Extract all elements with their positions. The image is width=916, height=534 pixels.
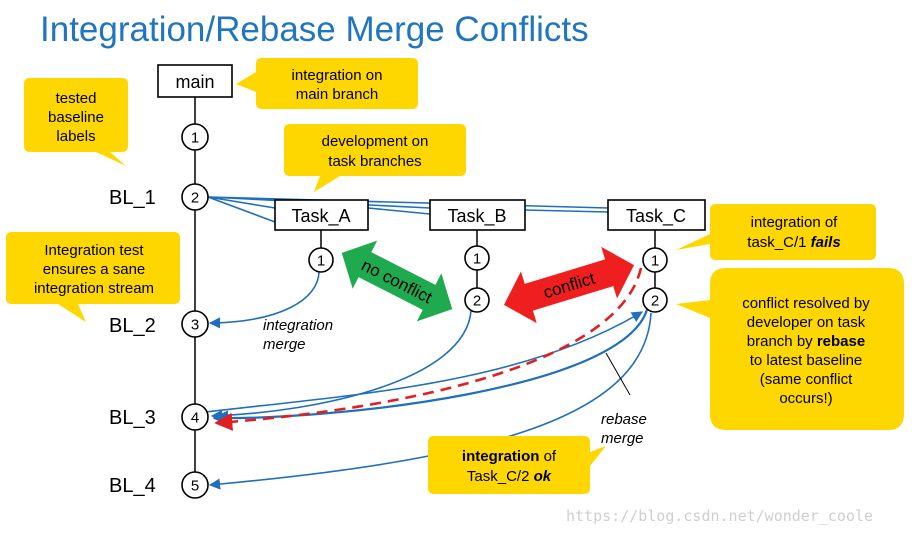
callout-conflict-resolved-line3-a: branch by	[747, 333, 817, 350]
callout-integration-fails-line1: integration of	[751, 214, 839, 231]
callout-development: development on task branches	[284, 124, 466, 192]
rebase-merge-label-line2: merge	[601, 430, 644, 447]
baseline-label-bl4: BL_4	[109, 475, 156, 497]
task-a-box: Task_A	[274, 199, 369, 231]
callout-integration-ok-line2-a: Task_C/2	[467, 468, 534, 485]
callout-conflict-resolved: conflict resolved by developer on task b…	[676, 268, 904, 430]
task-c-node-1: 1	[642, 247, 668, 273]
integration-merge-label-line2: merge	[263, 336, 306, 353]
callout-integration-ok-line2-b: ok	[534, 468, 552, 485]
callout-integration-ok-line1-a: integration	[462, 448, 540, 465]
main-node-3: 3	[181, 310, 209, 338]
task-c-node-2: 2	[642, 287, 668, 313]
main-node-5: 5	[181, 471, 209, 499]
callout-integration-test-line2: ensures a sane	[43, 261, 146, 278]
main-node-4-label: 4	[191, 410, 199, 427]
callout-conflict-resolved-line5: (same conflict	[760, 371, 853, 388]
callout-integration-ok-line1-b: of	[539, 448, 557, 465]
main-box: main	[157, 64, 233, 98]
callout-tested-labels-line2: baseline	[48, 109, 104, 126]
callout-integration-fails-line2: task_C/1 fails	[747, 234, 840, 251]
callout-conflict-resolved-line1: conflict resolved by	[742, 295, 870, 312]
branch-off-lines	[207, 196, 609, 223]
task-c-label: Task_C	[626, 206, 686, 227]
callout-integration-test-line1: Integration test	[44, 242, 144, 259]
callout-integration-main-line2: main branch	[296, 86, 379, 103]
callout-integration-ok-line2: Task_C/2 ok	[467, 468, 552, 485]
callout-conflict-resolved-line6: occurs!)	[779, 390, 832, 407]
main-node-3-label: 3	[191, 317, 199, 334]
main-node-4: 4	[181, 403, 209, 431]
task-b-label: Task_B	[447, 206, 506, 227]
callout-integration-fails-line2-a: task_C/1	[747, 234, 810, 251]
callout-integration-test: Integration test ensures a sane integrat…	[6, 232, 180, 322]
callout-integration-test-line3: integration stream	[34, 280, 154, 297]
task-b-box: Task_B	[429, 199, 526, 231]
callout-integration-ok: integration of Task_C/2 ok	[428, 436, 606, 494]
rebase-dashed-arrow	[214, 267, 643, 431]
baseline-label-bl2: BL_2	[109, 315, 156, 337]
task-b-node-1-label: 1	[473, 251, 481, 268]
no-conflict-arrow: no conflict	[341, 240, 453, 322]
callout-tested-labels-line1: tested	[56, 90, 97, 107]
callout-conflict-resolved-line2: developer on task	[747, 314, 866, 331]
task-b-node-2-label: 2	[473, 293, 481, 310]
callout-integration-main-line1: integration on	[292, 67, 383, 84]
task-c-node-2-label: 2	[651, 293, 659, 310]
conflict-arrow: conflict	[503, 246, 635, 324]
task-c-node-1-label: 1	[651, 253, 659, 270]
rebase-merge-label-line1: rebase	[601, 411, 647, 428]
callout-integration-main: integration on main branch	[236, 58, 418, 109]
callout-development-line1: development on	[322, 133, 429, 150]
baseline-label-bl1: BL_1	[109, 187, 156, 209]
task-b-node-1: 1	[464, 245, 490, 271]
main-box-label: main	[175, 72, 214, 92]
main-node-2: 2	[181, 183, 209, 211]
rebase-pointer-line	[605, 352, 631, 396]
page-title: Integration/Rebase Merge Conflicts	[40, 10, 589, 49]
callout-tested-labels-line3: labels	[56, 128, 95, 145]
main-node-2-label: 2	[191, 190, 199, 207]
callout-conflict-resolved-line3: branch by rebase	[747, 333, 865, 350]
task-b-node-2: 2	[464, 287, 490, 313]
main-node-5-label: 5	[191, 478, 199, 495]
integration-merge-label-line1: integration	[263, 317, 333, 334]
main-node-1: 1	[181, 123, 209, 151]
callout-conflict-resolved-line3-b: rebase	[817, 333, 865, 350]
baseline-label-bl3: BL_3	[109, 407, 156, 429]
callout-development-line2: task branches	[328, 153, 421, 170]
callout-tested-labels: tested baseline labels	[24, 78, 128, 166]
watermark: https://blog.csdn.net/wonder_coole	[566, 507, 873, 525]
main-node-1-label: 1	[191, 130, 199, 147]
task-c-box: Task_C	[607, 199, 706, 231]
callout-integration-fails: integration of task_C/1 fails	[676, 204, 876, 260]
task-a-node-1: 1	[308, 247, 334, 273]
task-a-node-1-label: 1	[317, 253, 325, 270]
callout-integration-ok-line1: integration of	[462, 448, 557, 465]
callout-integration-fails-line2-b: fails	[811, 234, 841, 251]
task-a-label: Task_A	[291, 206, 350, 227]
callout-conflict-resolved-line4: to latest baseline	[750, 352, 863, 369]
